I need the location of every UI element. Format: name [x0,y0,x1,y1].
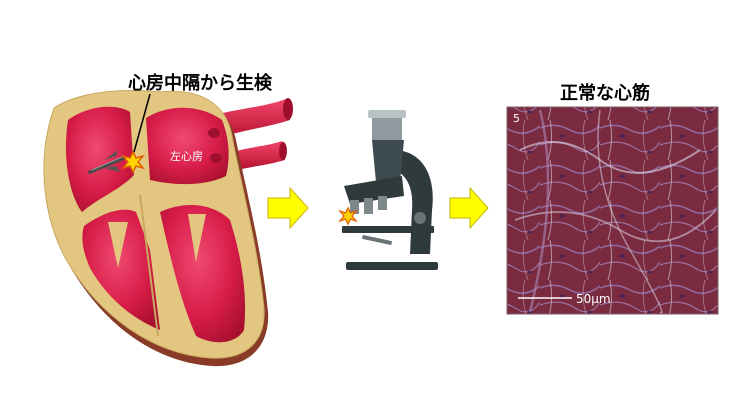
biopsy-forceps-icon [88,150,126,174]
right-arrow-icon [267,186,309,230]
biopsy-site-label: 心房中隔から生検 [128,73,272,94]
scale-bar-label: 50μm [576,292,611,306]
burst-star-icon [120,150,146,174]
biopsy-pointer-line [133,93,151,153]
slide-burst-star-icon [338,206,358,226]
left-atrium-label: 左心房 [170,150,203,163]
microscope-icon [338,110,438,270]
normal-myocardium-label: 正常な心筋 [560,83,650,104]
heart-illustration [43,90,293,367]
pulmonary-vessel [232,141,285,170]
right-ventricle-chamber [82,209,160,330]
left-ventricle-chamber [160,205,246,343]
left-atrium-chamber [146,107,229,185]
right-atrium-chamber [65,106,134,212]
myocardium-micrograph [506,106,719,315]
panel-number: 5 [513,112,520,125]
right-arrow-icon-2 [449,186,489,230]
